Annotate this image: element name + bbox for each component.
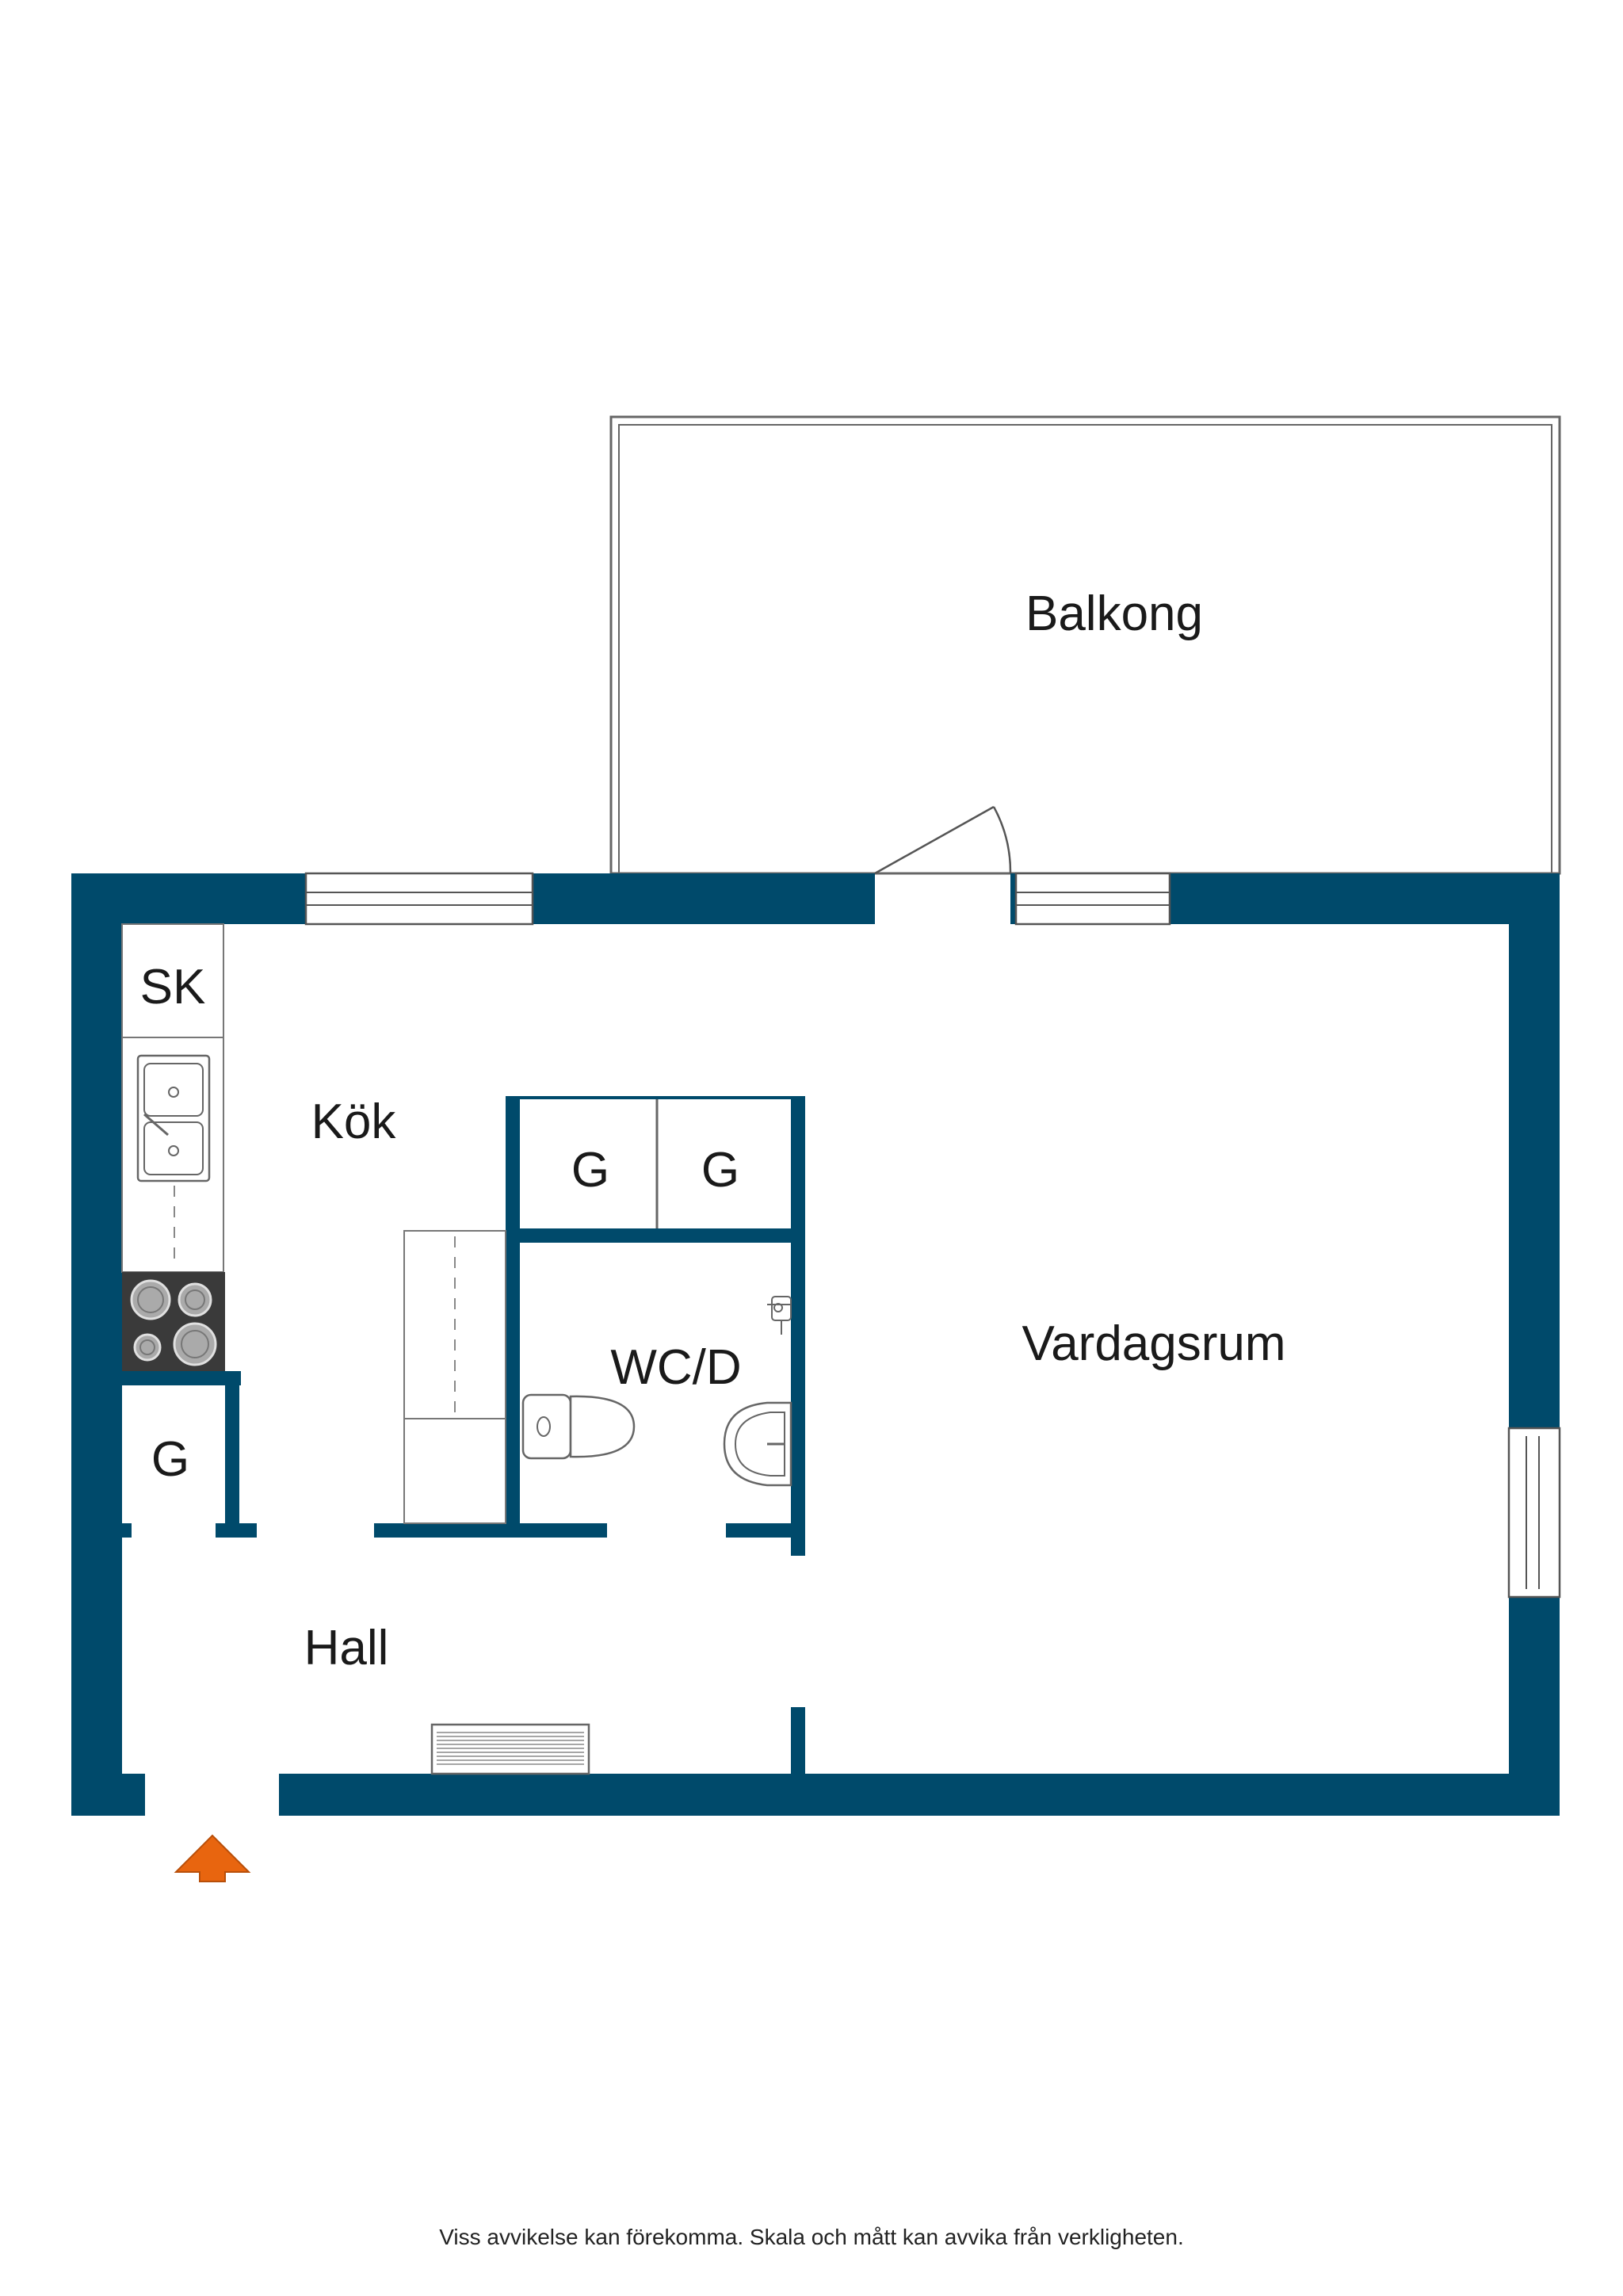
room-label-hall: Hall	[304, 1621, 389, 1675]
outer-walls	[71, 873, 1560, 1816]
entrance-arrow-icon	[174, 1834, 251, 1882]
window-top-right	[1014, 872, 1171, 926]
room-label-g-closet-1: G	[571, 1143, 609, 1198]
washbasin-icon	[723, 1401, 792, 1487]
room-label-sk: SK	[140, 960, 206, 1014]
room-label-vardagsrum: Vardagsrum	[1022, 1316, 1285, 1371]
toilet-icon	[521, 1393, 636, 1460]
kitchen-sink-icon	[136, 1054, 211, 1182]
room-label-g-hall: G	[151, 1432, 189, 1487]
room-label-wcd: WC/D	[610, 1340, 741, 1395]
window-right	[1507, 1427, 1561, 1599]
disclaimer-text: Viss avvikelse kan förekomma. Skala och …	[439, 2225, 1183, 2249]
window-top-left	[304, 872, 534, 926]
balcony	[609, 415, 1561, 875]
wardrobe	[403, 1230, 506, 1524]
room-label-g-closet-2: G	[701, 1143, 739, 1198]
interior-walls	[122, 1096, 805, 1774]
shower-icon	[767, 1296, 792, 1335]
balcony-door	[874, 805, 1012, 875]
radiator-icon	[430, 1723, 590, 1775]
stove-icon	[122, 1272, 225, 1371]
room-label-balkong: Balkong	[1025, 586, 1203, 641]
room-label-kok: Kök	[311, 1095, 397, 1149]
